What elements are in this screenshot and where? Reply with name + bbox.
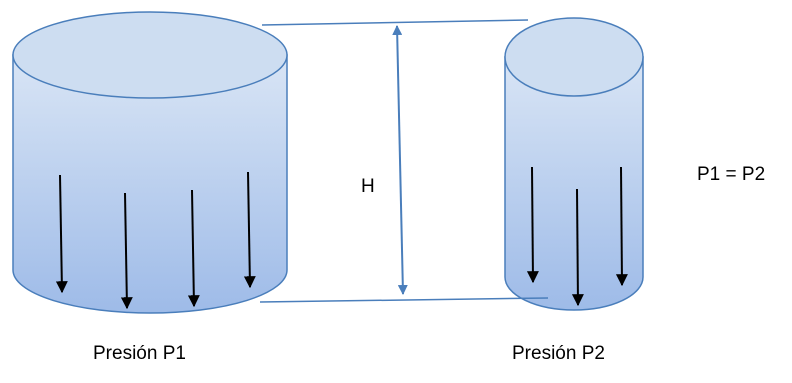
pressure-arrow-right-3 [615, 166, 628, 287]
cylinder-left-top [12, 11, 288, 99]
cylinder-right-body [504, 56, 644, 311]
pressure-arrow-left-3 [187, 189, 200, 308]
bottom-reference-line [259, 297, 549, 303]
pressure-arrow-right-1 [526, 166, 539, 284]
pressure-arrow-left-2 [120, 192, 133, 310]
pressure-arrow-left-1 [55, 174, 68, 294]
cylinder-left-body [12, 54, 288, 314]
cylinder-right [504, 17, 644, 311]
pressure-equation: P1 = P2 [697, 164, 766, 185]
cylinder-left [12, 11, 288, 314]
cylinder-right-top [504, 17, 644, 97]
pressure-arrow-left-4 [243, 171, 256, 289]
height-label: H [361, 176, 375, 197]
pressure-arrow-right-2 [571, 188, 584, 307]
pressure-label-right: Presión P2 [512, 343, 605, 364]
pressure-label-left: Presión P1 [93, 343, 186, 364]
top-reference-line [261, 19, 529, 26]
height-dimension-arrow [392, 25, 408, 295]
